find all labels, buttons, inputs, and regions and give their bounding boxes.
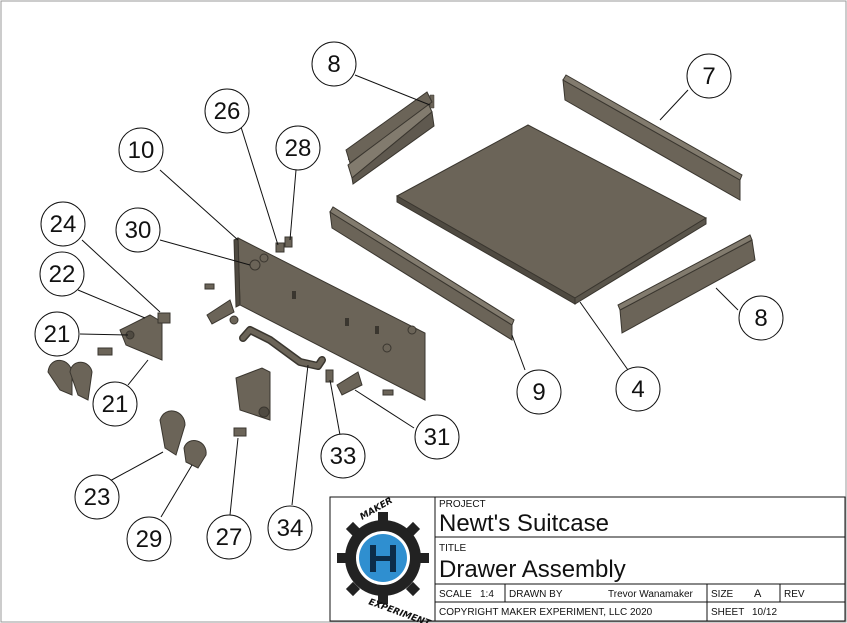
drawn-by-value: Trevor Wanamaker xyxy=(608,589,694,600)
balloon-27: 27 xyxy=(206,514,252,560)
balloon-33: 33 xyxy=(320,433,366,479)
balloon-29: 29 xyxy=(126,516,172,562)
balloon-label: 23 xyxy=(84,484,111,511)
leader-lines xyxy=(77,74,739,518)
drawn-by-label: DRAWN BY xyxy=(509,589,563,600)
part-latch-21 xyxy=(47,312,171,401)
balloon-4: 4 xyxy=(615,366,661,412)
logo-letter-icon xyxy=(370,545,396,572)
copyright: COPYRIGHT MAKER EXPERIMENT, LLC 2020 xyxy=(439,607,653,618)
balloon-8-top: 8 xyxy=(311,41,357,87)
part-side-panel-8-right xyxy=(617,234,756,334)
balloon-9: 9 xyxy=(516,369,562,415)
balloon-label: 34 xyxy=(277,515,304,542)
part-latch-27 xyxy=(233,367,271,437)
balloon-label: 9 xyxy=(532,379,545,406)
part-side-panel-8-top xyxy=(345,91,435,185)
balloon-label: 30 xyxy=(125,217,152,244)
balloon-21-b: 21 xyxy=(92,381,138,427)
balloon-23: 23 xyxy=(74,474,120,520)
size-label: SIZE xyxy=(711,589,734,600)
balloon-label: 29 xyxy=(136,526,163,553)
part-bottom-panel-4 xyxy=(395,124,708,305)
part-handle-34 xyxy=(239,326,326,370)
balloon-28: 28 xyxy=(275,125,321,171)
balloon-21-a: 21 xyxy=(34,311,80,357)
balloon-label: 21 xyxy=(102,391,129,418)
scale-value: 1:4 xyxy=(480,589,494,600)
part-side-panel-9 xyxy=(329,206,515,341)
balloon-label: 7 xyxy=(702,63,715,90)
balloon-26: 26 xyxy=(204,88,250,134)
size-value: A xyxy=(754,588,762,600)
balloon-label: 22 xyxy=(49,261,76,288)
part-side-panel-7 xyxy=(562,74,743,201)
balloon-label: 8 xyxy=(754,305,767,332)
hardware-parts xyxy=(204,236,417,353)
drawing-title: Drawer Assembly xyxy=(439,556,626,583)
balloon-label: 31 xyxy=(424,424,451,451)
balloon-label: 24 xyxy=(50,211,77,238)
balloon-label: 10 xyxy=(128,137,155,164)
balloon-label: 21 xyxy=(44,321,71,348)
balloon-24: 24 xyxy=(40,201,86,247)
balloon-label: 8 xyxy=(327,51,340,78)
scale-label: SCALE xyxy=(439,589,472,600)
balloon-label: 27 xyxy=(216,524,243,551)
sheet-value: 10/12 xyxy=(752,607,777,618)
balloon-22: 22 xyxy=(39,251,85,297)
balloon-label: 26 xyxy=(214,98,241,125)
balloon-label: 28 xyxy=(285,135,312,162)
balloon-7: 7 xyxy=(686,53,732,99)
sheet-label: SHEET xyxy=(711,607,744,618)
balloon-8-right: 8 xyxy=(738,295,784,341)
title-label: TITLE xyxy=(439,543,467,554)
balloon-label: 4 xyxy=(631,376,644,403)
rev-label: REV xyxy=(784,589,805,600)
balloon-31: 31 xyxy=(414,414,460,460)
balloon-10: 10 xyxy=(118,127,164,173)
part-cam-23-29 xyxy=(159,410,207,469)
balloon-30: 30 xyxy=(115,207,161,253)
balloon-34: 34 xyxy=(267,505,313,551)
project-label: PROJECT xyxy=(439,499,486,510)
project-name: Newt's Suitcase xyxy=(439,510,609,537)
balloon-label: 33 xyxy=(330,443,357,470)
part-hinge-33-31 xyxy=(325,369,394,396)
exploded-parts xyxy=(47,74,756,469)
